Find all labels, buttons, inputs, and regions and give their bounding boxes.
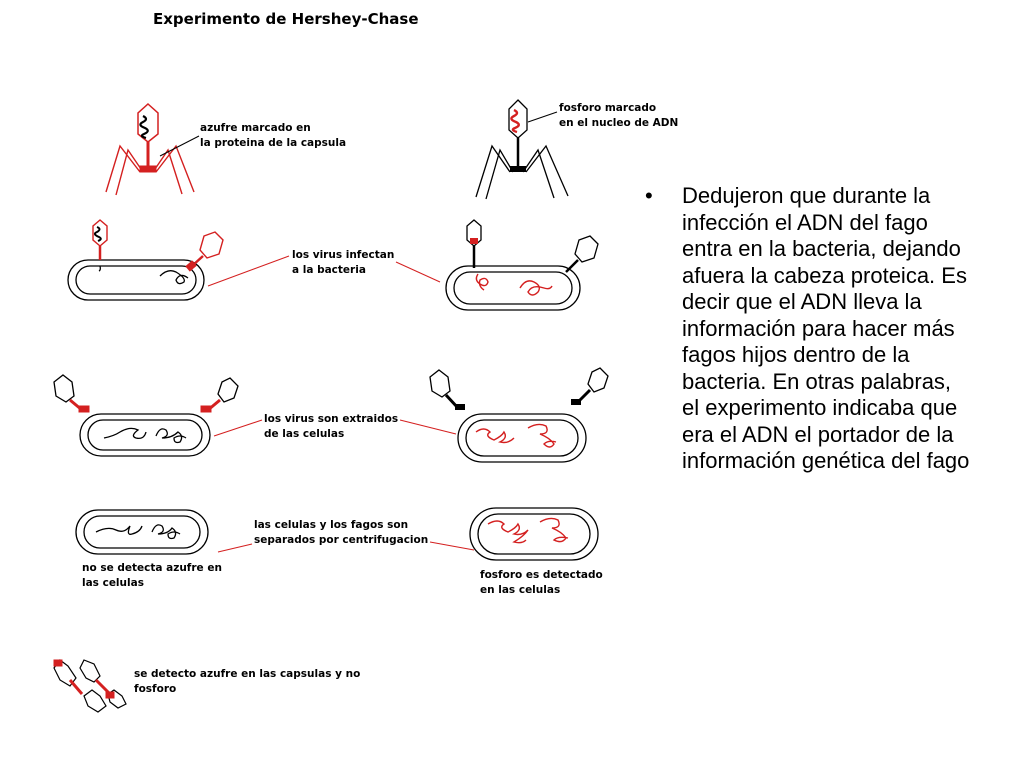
label-azufre-line2: la proteina de la capsula — [200, 137, 346, 149]
pointer-infectan-left — [207, 255, 290, 287]
capsule-extracted-right-a — [429, 369, 465, 410]
label-noazufre-line2: las celulas — [82, 577, 144, 589]
label-fosforo-line2: en el nucleo de ADN — [559, 117, 678, 129]
label-centrif-line1: las celulas y los fagos son — [254, 519, 408, 531]
label-capsulas-line2: fosforo — [134, 683, 176, 695]
pointer-azufre — [159, 135, 200, 157]
label-noazufre-line1: no se detecta azufre en — [82, 562, 222, 574]
pointer-extraidos-left — [213, 419, 263, 437]
label-azufre-line1: azufre marcado en — [200, 122, 311, 134]
bacterium-centrifuged-left — [75, 509, 209, 555]
label-infectan-line2: a la bacteria — [292, 264, 366, 276]
label-fosdet-line2: en las celulas — [480, 584, 560, 596]
label-capsulas-line1: se detecto azufre en las capsulas y no — [134, 668, 360, 680]
pointer-extraidos-right — [399, 419, 457, 435]
label-fosforo-line1: fosforo marcado — [559, 102, 656, 114]
label-fosdet-line1: fosforo es detectado — [480, 569, 603, 581]
capsule-extracted-left-a — [53, 374, 90, 413]
bacterium-infection-left — [67, 219, 224, 301]
label-extraidos-line2: de las celulas — [264, 428, 344, 440]
bacterium-extracted-right — [457, 413, 587, 463]
pointer-centrif-right — [429, 541, 475, 551]
pointer-infectan-right — [395, 261, 441, 283]
bacterium-infection-right — [445, 219, 599, 311]
bullet-marker: • — [645, 183, 653, 208]
diagram-title: Experimento de Hershey-Chase — [153, 10, 419, 28]
capsule-extracted-left-b — [200, 377, 239, 413]
pointer-fosforo — [527, 111, 558, 123]
label-extraidos-line1: los virus son extraidos — [264, 413, 398, 425]
conclusion-text: Dedujeron que durante la infección el AD… — [682, 183, 970, 473]
pointer-centrif-left — [217, 543, 253, 553]
label-centrif-line2: separados por centrifugacion — [254, 534, 428, 546]
phage-sulfur-labelled — [105, 102, 195, 196]
label-infectan-line1: los virus infectan — [292, 249, 394, 261]
bacterium-centrifuged-right — [469, 507, 599, 561]
phage-phosphorus-labelled — [475, 99, 569, 200]
capsule-extracted-right-b — [571, 367, 609, 405]
capsules-pair — [53, 659, 127, 713]
bacterium-extracted-left — [79, 413, 211, 457]
